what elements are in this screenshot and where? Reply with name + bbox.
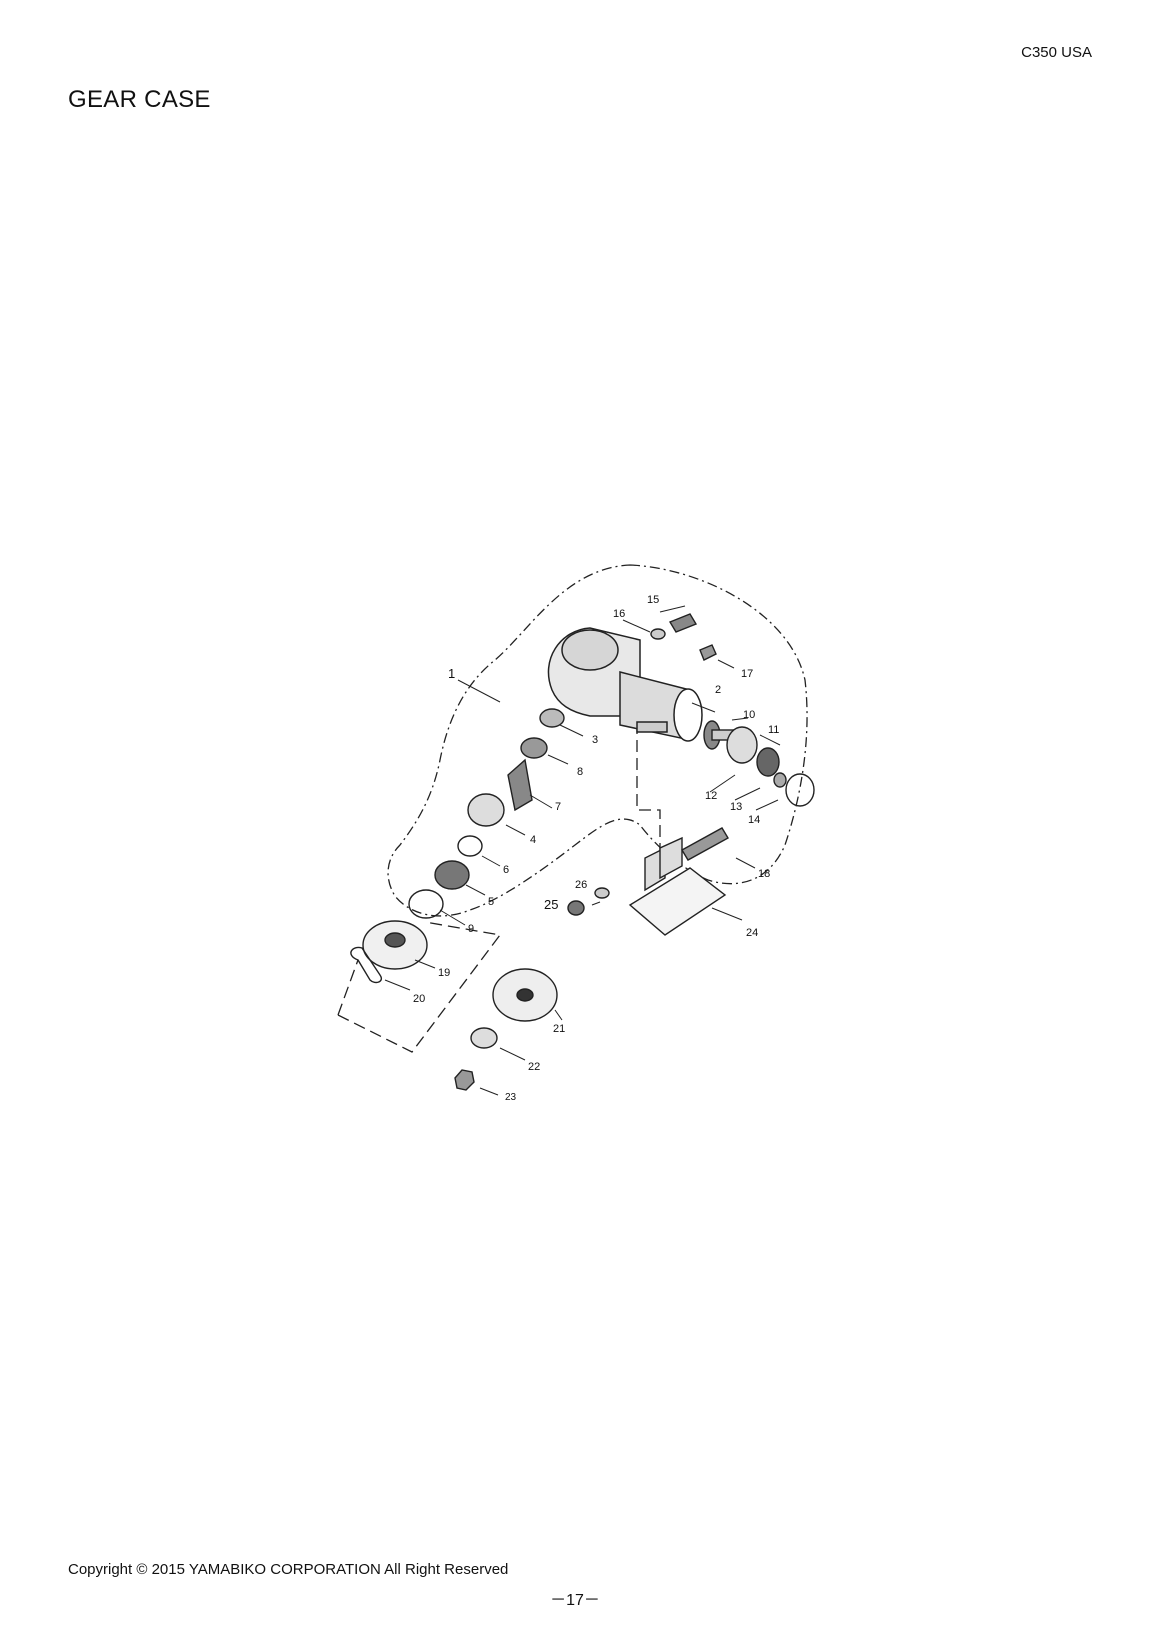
part-label-12: 12	[705, 790, 717, 802]
part-label-4: 4	[530, 834, 536, 846]
part-label-1: 1	[448, 666, 455, 681]
part-label-18: 18	[758, 868, 770, 880]
part-label-20: 20	[413, 993, 425, 1005]
part-label-7: 7	[555, 801, 561, 813]
part-label-23: 23	[505, 1092, 517, 1103]
gear-case-housing	[547, 627, 703, 742]
part-label-26: 26	[575, 879, 587, 891]
assembly-outline	[387, 564, 808, 917]
part-label-8: 8	[577, 766, 583, 778]
projection-line	[636, 722, 661, 858]
part-label-17: 17	[741, 668, 753, 680]
part-label-15: 15	[647, 594, 659, 606]
model-code: C350 USA	[1021, 44, 1092, 61]
part-label-10: 10	[743, 709, 755, 721]
part-label-6: 6	[503, 864, 509, 876]
right-components	[567, 613, 815, 916]
part-label-9: 9	[468, 923, 474, 935]
blade-bracket	[337, 921, 502, 1053]
part-label-19: 19	[438, 967, 450, 979]
copyright-notice: Copyright © 2015 YAMABIKO CORPORATION Al…	[68, 1561, 509, 1578]
part-label-24: 24	[746, 927, 758, 939]
page-number: －17－	[550, 1592, 600, 1609]
part-label-16: 16	[613, 608, 625, 620]
part-label-25: 25	[544, 897, 558, 912]
part-label-21: 21	[553, 1023, 565, 1035]
part-label-13: 13	[730, 801, 742, 813]
part-label-3: 3	[592, 734, 598, 746]
part-label-5: 5	[488, 896, 494, 908]
part-label-2: 2	[715, 684, 721, 696]
page-title: GEAR CASE	[68, 86, 211, 113]
clamp-bracket	[628, 836, 727, 936]
leader-lines	[384, 605, 781, 1096]
part-label-11: 11	[768, 724, 779, 736]
shaft-components	[350, 708, 565, 1091]
part-label-14: 14	[748, 814, 760, 826]
part-label-22: 22	[528, 1061, 540, 1073]
